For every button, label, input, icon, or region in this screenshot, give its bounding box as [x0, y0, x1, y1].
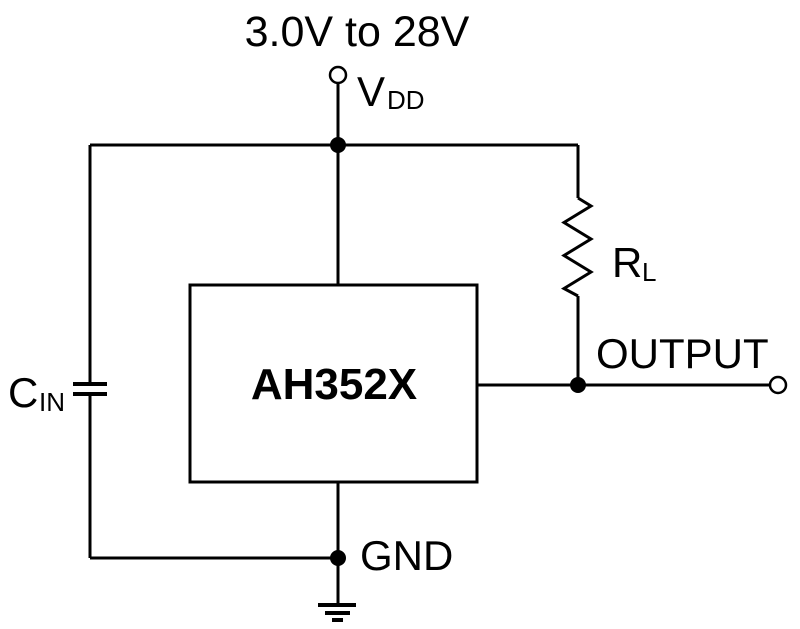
rl-label-sub: L: [642, 257, 656, 287]
vdd-terminal: [328, 65, 348, 85]
ic-label: AH352X: [251, 360, 417, 409]
rl-label: R L: [612, 239, 656, 287]
rl-label-main: R: [612, 239, 642, 286]
capacitor-cin: [73, 382, 107, 396]
cin-label: C IN: [8, 369, 65, 417]
cin-label-sub: IN: [39, 387, 65, 417]
ic-box: [188, 283, 479, 484]
vdd-label-sub: DD: [387, 85, 425, 115]
ground-symbol: [318, 558, 356, 622]
output-terminal: [768, 375, 788, 395]
resistor-rl: [560, 196, 594, 298]
vdd-label: V DD: [357, 68, 425, 115]
gnd-label: GND: [360, 532, 453, 579]
cin-label-main: C: [8, 369, 38, 416]
output-label: OUTPUT: [596, 330, 769, 377]
junction-dot-output: [570, 377, 586, 393]
supply-range-label: 3.0V to 28V: [245, 8, 470, 56]
vdd-label-main: V: [357, 68, 385, 115]
